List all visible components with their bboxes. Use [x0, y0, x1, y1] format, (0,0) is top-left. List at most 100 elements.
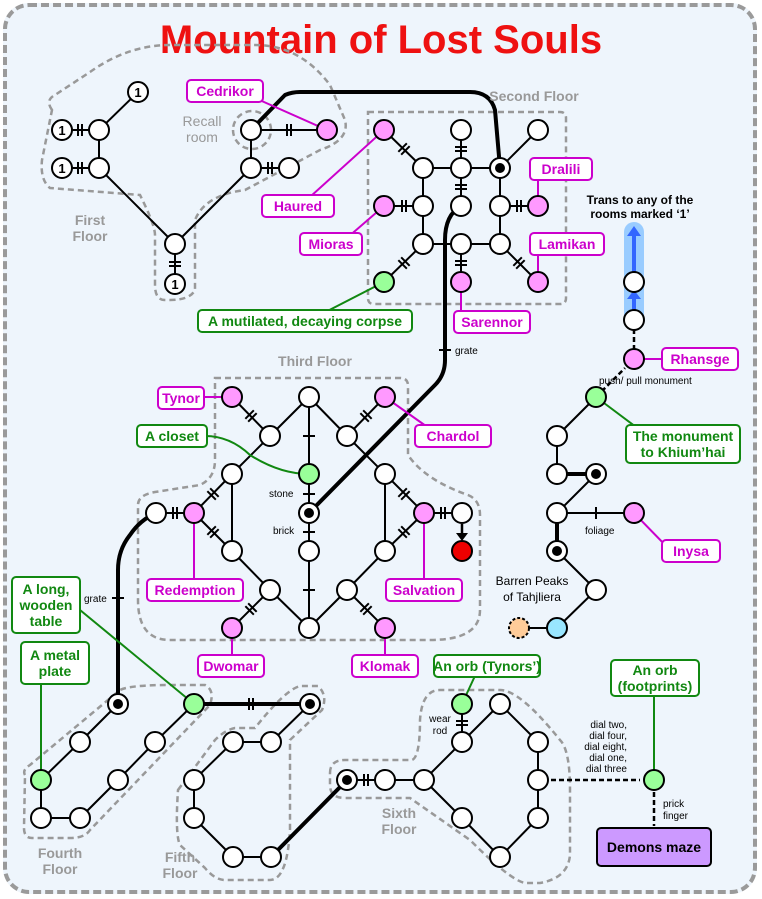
- room-node: [489, 693, 511, 715]
- room-node: [183, 769, 205, 791]
- room-p11: [585, 579, 607, 601]
- room-node: [374, 540, 396, 562]
- door-bar: [400, 525, 411, 536]
- room-v6: [222, 846, 244, 868]
- room-node: [336, 579, 358, 601]
- label-box: [529, 157, 593, 181]
- label-box: [146, 578, 244, 602]
- area-label-first-floor: First: [75, 212, 106, 228]
- room-node: [451, 693, 473, 715]
- door-19: [397, 525, 411, 539]
- label-box: [186, 79, 264, 103]
- label-text: A closet: [145, 428, 199, 444]
- room-p5: [546, 425, 568, 447]
- room-s9: [450, 195, 472, 217]
- door-bar: [244, 605, 255, 616]
- room-node: [489, 233, 511, 255]
- room-q6: [107, 769, 129, 791]
- label-text: A metal: [30, 647, 80, 663]
- recall-marker-one: 1: [58, 123, 65, 138]
- area-label-second-floor: Second Floor: [489, 88, 579, 104]
- label-text: Tynor: [162, 390, 200, 406]
- room-node: [585, 579, 607, 601]
- door-15: [206, 487, 220, 501]
- door-6: [455, 146, 467, 152]
- room-t11: [298, 502, 320, 524]
- door-9: [516, 200, 522, 212]
- room-node: [374, 769, 396, 791]
- room-s11: [527, 195, 549, 217]
- room-node: [259, 579, 281, 601]
- stair-first-to-second: [249, 90, 502, 170]
- label-box: [157, 386, 205, 410]
- room-s3: [527, 119, 549, 141]
- area-label-fifth-floor: Floor: [163, 865, 199, 881]
- room-f1b: [88, 119, 110, 141]
- annotation-prick-finger: prick: [663, 799, 685, 810]
- room-q1: [107, 693, 129, 715]
- door-bar: [244, 409, 255, 420]
- push-pull-arrow: [595, 367, 626, 398]
- door-23: [248, 698, 254, 710]
- room-node: [30, 769, 52, 791]
- door-20: [440, 507, 446, 519]
- leader-table: [79, 609, 195, 705]
- door-bar: [512, 256, 523, 267]
- room-s15: [373, 271, 395, 293]
- room-node: [412, 157, 434, 179]
- label-text: Mioras: [308, 236, 353, 252]
- label-box: [414, 424, 492, 448]
- room-node: [183, 693, 205, 715]
- door-14: [359, 409, 373, 423]
- area-label-sixth-floor: Sixth: [382, 805, 416, 821]
- room-node: [413, 502, 435, 524]
- room-t19: [336, 579, 358, 601]
- npc-label-dralili: Dralili: [529, 157, 593, 181]
- door-bar: [400, 145, 411, 156]
- room-t14: [221, 540, 243, 562]
- sixth-floor-outline: [328, 688, 572, 885]
- room-s4: [412, 157, 434, 179]
- label-box: [197, 309, 413, 333]
- item-label-orb-footprints: An orb(footprints): [610, 659, 700, 697]
- label-text: Cedrikor: [196, 83, 254, 99]
- room-node: [643, 769, 665, 791]
- annotation-foliage: foliage: [585, 526, 615, 537]
- room-node: [183, 807, 205, 829]
- room-s8: [412, 195, 434, 217]
- area-label-barren-peaks: Barren Peaks: [496, 574, 569, 588]
- room-q8: [183, 693, 205, 715]
- room-node: [374, 463, 396, 485]
- room-node: [623, 271, 645, 293]
- room-node: [260, 731, 282, 753]
- door-bar: [397, 142, 408, 153]
- npc-label-cedrikor: Cedrikor: [186, 79, 264, 103]
- room-t7: [298, 463, 320, 485]
- room-node: [527, 271, 549, 293]
- door-bar: [247, 412, 258, 423]
- label-text: A mutilated, decaying corpse: [208, 313, 402, 329]
- room-v4: [183, 769, 205, 791]
- npc-label-tynor: Tynor: [157, 386, 205, 410]
- room-v1: [299, 693, 321, 715]
- room-node: [221, 463, 243, 485]
- label-box: [596, 827, 712, 867]
- room-node: [413, 769, 435, 791]
- area-label-fourth-floor: Floor: [43, 861, 79, 877]
- room-p6: [546, 463, 568, 485]
- room-node: [527, 119, 549, 141]
- fourth-floor-outline: [22, 683, 213, 840]
- annotation-dials: dial one,: [589, 753, 627, 764]
- npc-label-haured: Haured: [261, 194, 335, 218]
- room-node: [412, 233, 434, 255]
- npc-label-mioras: Mioras: [299, 232, 363, 256]
- room-q2: [69, 731, 91, 753]
- door-0: [77, 124, 83, 136]
- area-label-first-floor: Floor: [73, 228, 109, 244]
- room-q7: [144, 731, 166, 753]
